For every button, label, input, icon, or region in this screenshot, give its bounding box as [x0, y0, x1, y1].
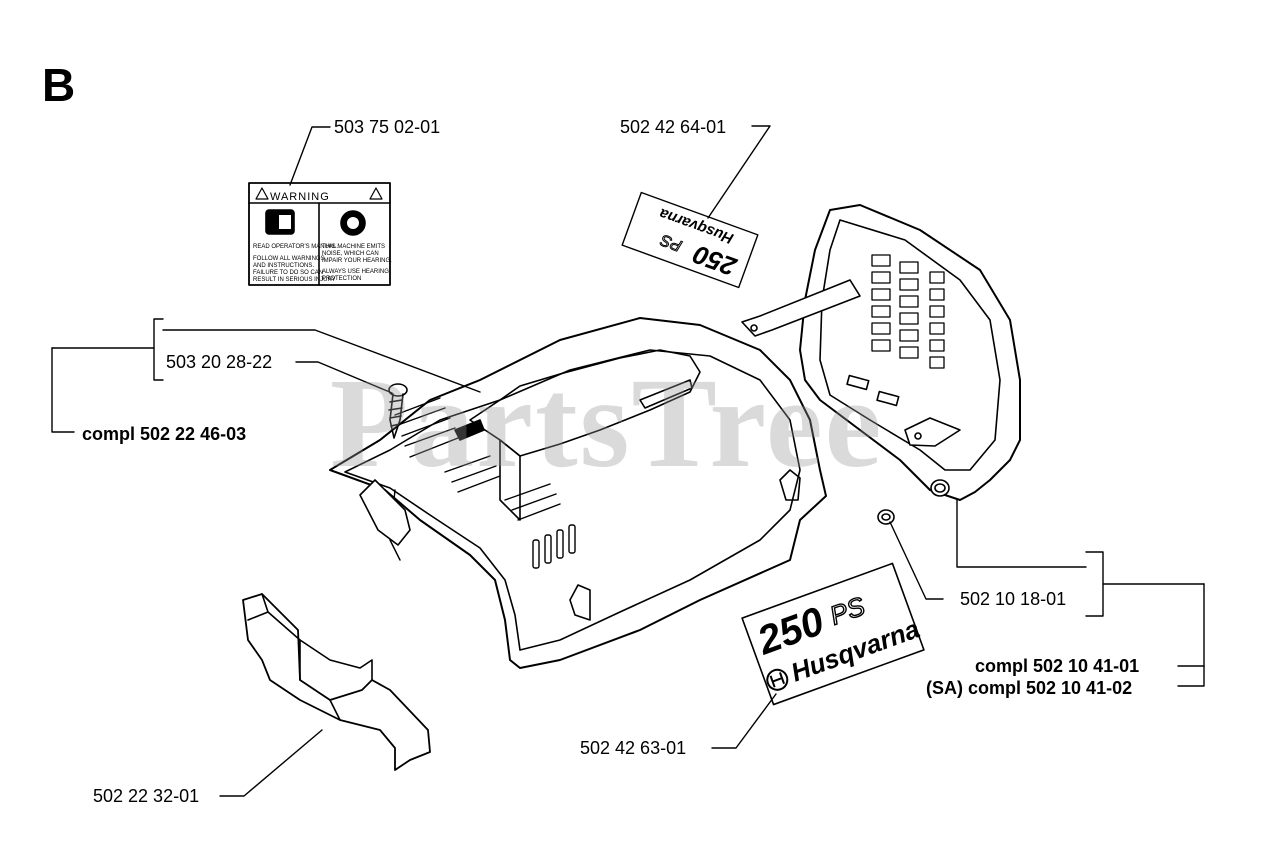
warning-right-line-2: NOISE, WHICH CAN: [322, 251, 379, 257]
leader-decal-small: [707, 125, 771, 219]
part-label-sticker: 503 75 02-01: [334, 117, 441, 137]
warning-left-line-2: FOLLOW ALL WARNINGS: [253, 256, 325, 262]
leader-label-sticker: [289, 126, 331, 186]
warning-right-line-3: IMPAIR YOUR HEARING.: [322, 258, 392, 264]
decal-small: [621, 191, 759, 289]
warning-left-line-1: READ OPERATOR'S MANUAL.: [253, 244, 338, 250]
leader-cover: [162, 329, 481, 393]
warning-left-line-5: RESULT IN SERIOUS INJURY: [253, 277, 336, 283]
leader-grommet: [889, 521, 944, 600]
warning-left-line-4: FAILURE TO DO SO CAN: [253, 270, 323, 276]
warning-right-line-5: PROTECTION: [322, 276, 361, 282]
decal-large: [741, 562, 925, 706]
part-decal-large: 502 42 63-01: [580, 738, 687, 758]
warning-left-line-3: AND INSTRUCTIONS.: [253, 263, 314, 269]
grommet-part: [877, 509, 895, 525]
leader-decal-large: [711, 693, 777, 749]
warning-right-line-4: ALWAYS USE HEARING: [322, 269, 389, 275]
part-muffler-guard-assembly-sa: (SA) compl 502 10 41-02: [926, 678, 1133, 698]
bracket-part: [242, 593, 431, 771]
part-decal-small: 502 42 64-01: [620, 117, 727, 137]
leader-screw: [295, 361, 393, 394]
bracket-cover-assembly: [153, 318, 164, 381]
watermark: PartsTree: [330, 352, 884, 494]
leader-bracket: [219, 729, 323, 797]
warning-right-line-1: THIS MACHINE EMITS: [322, 244, 385, 250]
muffler-guard: [741, 204, 1021, 501]
part-screw: 503 20 28-22: [166, 352, 273, 372]
bracket-muffler-guard: [1085, 551, 1104, 617]
section-letter: B: [42, 59, 76, 111]
part-bracket: 502 22 32-01: [93, 786, 200, 806]
part-grommet: 502 10 18-01: [960, 589, 1067, 609]
warning-sticker: [248, 182, 391, 286]
part-cover-assembly: compl 502 22 46-03: [82, 424, 247, 444]
engine-cover: [329, 317, 827, 669]
part-muffler-guard-assembly: compl 502 10 41-01: [975, 656, 1140, 676]
screw-part: [388, 383, 408, 439]
warning-title: WARNING: [270, 191, 330, 203]
leader-muffler: [956, 499, 1087, 568]
